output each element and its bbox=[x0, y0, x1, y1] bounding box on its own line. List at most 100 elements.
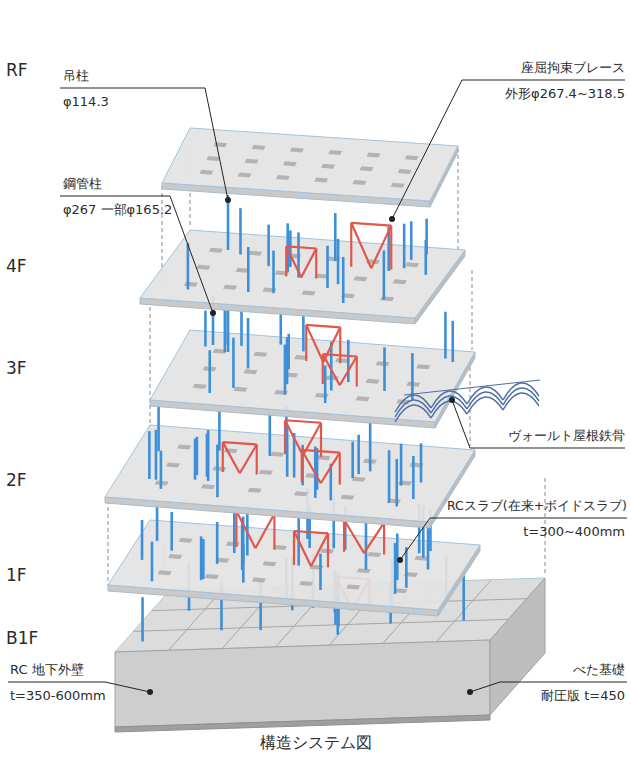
alignment-line bbox=[108, 500, 109, 585]
column-base bbox=[252, 577, 266, 582]
slab-top bbox=[105, 425, 475, 522]
column-base bbox=[359, 166, 373, 171]
steel-column bbox=[208, 350, 211, 393]
leader-dot bbox=[389, 216, 395, 222]
buckling-brace bbox=[306, 325, 323, 362]
buckling-brace bbox=[301, 450, 303, 482]
steel-column bbox=[202, 539, 205, 579]
buckling-brace bbox=[306, 325, 340, 327]
buckling-brace bbox=[223, 442, 257, 444]
column-base bbox=[226, 541, 240, 546]
buckling-brace bbox=[351, 223, 391, 226]
buckling-brace bbox=[285, 246, 287, 276]
column-base bbox=[233, 387, 247, 392]
column-base bbox=[366, 153, 380, 158]
steel-column bbox=[216, 445, 219, 498]
column-base bbox=[177, 445, 191, 450]
steel-column bbox=[233, 510, 236, 553]
steel-column bbox=[279, 310, 282, 345]
steel-column bbox=[444, 312, 447, 359]
steel-column bbox=[411, 353, 414, 400]
steel-column bbox=[400, 444, 403, 486]
column-base bbox=[184, 282, 198, 287]
leader-dot bbox=[210, 310, 216, 316]
column-base bbox=[357, 568, 371, 573]
steel-column bbox=[388, 450, 391, 503]
column-base bbox=[276, 175, 290, 180]
column-base bbox=[196, 265, 210, 270]
buckling-brace bbox=[294, 531, 311, 566]
steel-column bbox=[302, 313, 305, 351]
steel-column bbox=[412, 456, 415, 499]
buckling-brace bbox=[236, 511, 255, 548]
steel-column bbox=[395, 459, 398, 506]
column-base bbox=[376, 361, 390, 366]
steel-column bbox=[324, 365, 327, 403]
buckling-brace bbox=[351, 223, 371, 268]
buckling-brace bbox=[301, 249, 316, 278]
column-base bbox=[405, 155, 419, 160]
interior-wall bbox=[133, 619, 508, 631]
steel-column bbox=[206, 434, 209, 477]
column-base bbox=[352, 180, 366, 185]
steel-column bbox=[200, 536, 203, 580]
buckling-brace bbox=[286, 246, 301, 277]
buckling-brace bbox=[311, 533, 328, 566]
alignment-line bbox=[150, 300, 151, 440]
callout-label: 座屈拘束ブレース bbox=[521, 60, 625, 76]
column-base bbox=[366, 379, 380, 384]
column-base bbox=[356, 396, 370, 401]
steel-column bbox=[141, 520, 144, 560]
steel-column bbox=[155, 430, 158, 480]
steel-column bbox=[420, 443, 423, 482]
column-base bbox=[262, 561, 276, 566]
column-base bbox=[270, 452, 284, 457]
callout-label: べた基礎 bbox=[573, 662, 625, 678]
steel-column bbox=[216, 522, 219, 564]
leader-dot bbox=[467, 689, 473, 695]
column-base bbox=[302, 290, 316, 295]
steel-column bbox=[160, 451, 163, 489]
slab-top bbox=[150, 330, 475, 422]
buckling-brace bbox=[235, 511, 237, 547]
column-base bbox=[321, 164, 335, 169]
buckling-brace bbox=[323, 354, 357, 356]
diagram-caption: 構造システム図 bbox=[0, 733, 631, 752]
steel-column bbox=[141, 597, 144, 641]
buckling-brace bbox=[286, 246, 316, 248]
callout-label: 鋼管柱 bbox=[63, 176, 102, 192]
alignment-line bbox=[472, 270, 473, 350]
column-base bbox=[328, 150, 342, 155]
basement-wall bbox=[490, 578, 545, 715]
steel-column bbox=[227, 195, 230, 250]
column-base bbox=[213, 142, 227, 147]
leader-line bbox=[452, 400, 625, 448]
steel-column bbox=[267, 225, 270, 267]
buckling-brace bbox=[343, 520, 345, 552]
steel-column bbox=[247, 247, 250, 292]
buckling-brace bbox=[285, 420, 303, 455]
steel-column bbox=[227, 307, 230, 352]
steel-column bbox=[247, 318, 250, 369]
buckling-brace bbox=[240, 444, 257, 473]
column-base bbox=[367, 552, 381, 557]
steel-column bbox=[451, 321, 454, 362]
buckling-brace bbox=[339, 327, 341, 363]
vault-arch bbox=[467, 397, 503, 414]
steel-column bbox=[287, 334, 290, 369]
leader-line bbox=[60, 88, 228, 200]
column-base bbox=[398, 169, 412, 174]
leader-line bbox=[392, 80, 625, 219]
callout-label: t=350-600mm bbox=[10, 688, 106, 704]
callout-label: φ267 一部φ165.2 bbox=[63, 202, 172, 218]
buckling-brace bbox=[383, 523, 385, 555]
callout-label: ヴォールト屋根鉄骨 bbox=[508, 428, 625, 444]
steel-column bbox=[337, 239, 340, 284]
buckling-brace bbox=[285, 420, 321, 423]
column-base bbox=[179, 538, 193, 543]
steel-column bbox=[334, 213, 337, 261]
leader-line bbox=[400, 518, 627, 560]
steel-column bbox=[347, 340, 350, 382]
